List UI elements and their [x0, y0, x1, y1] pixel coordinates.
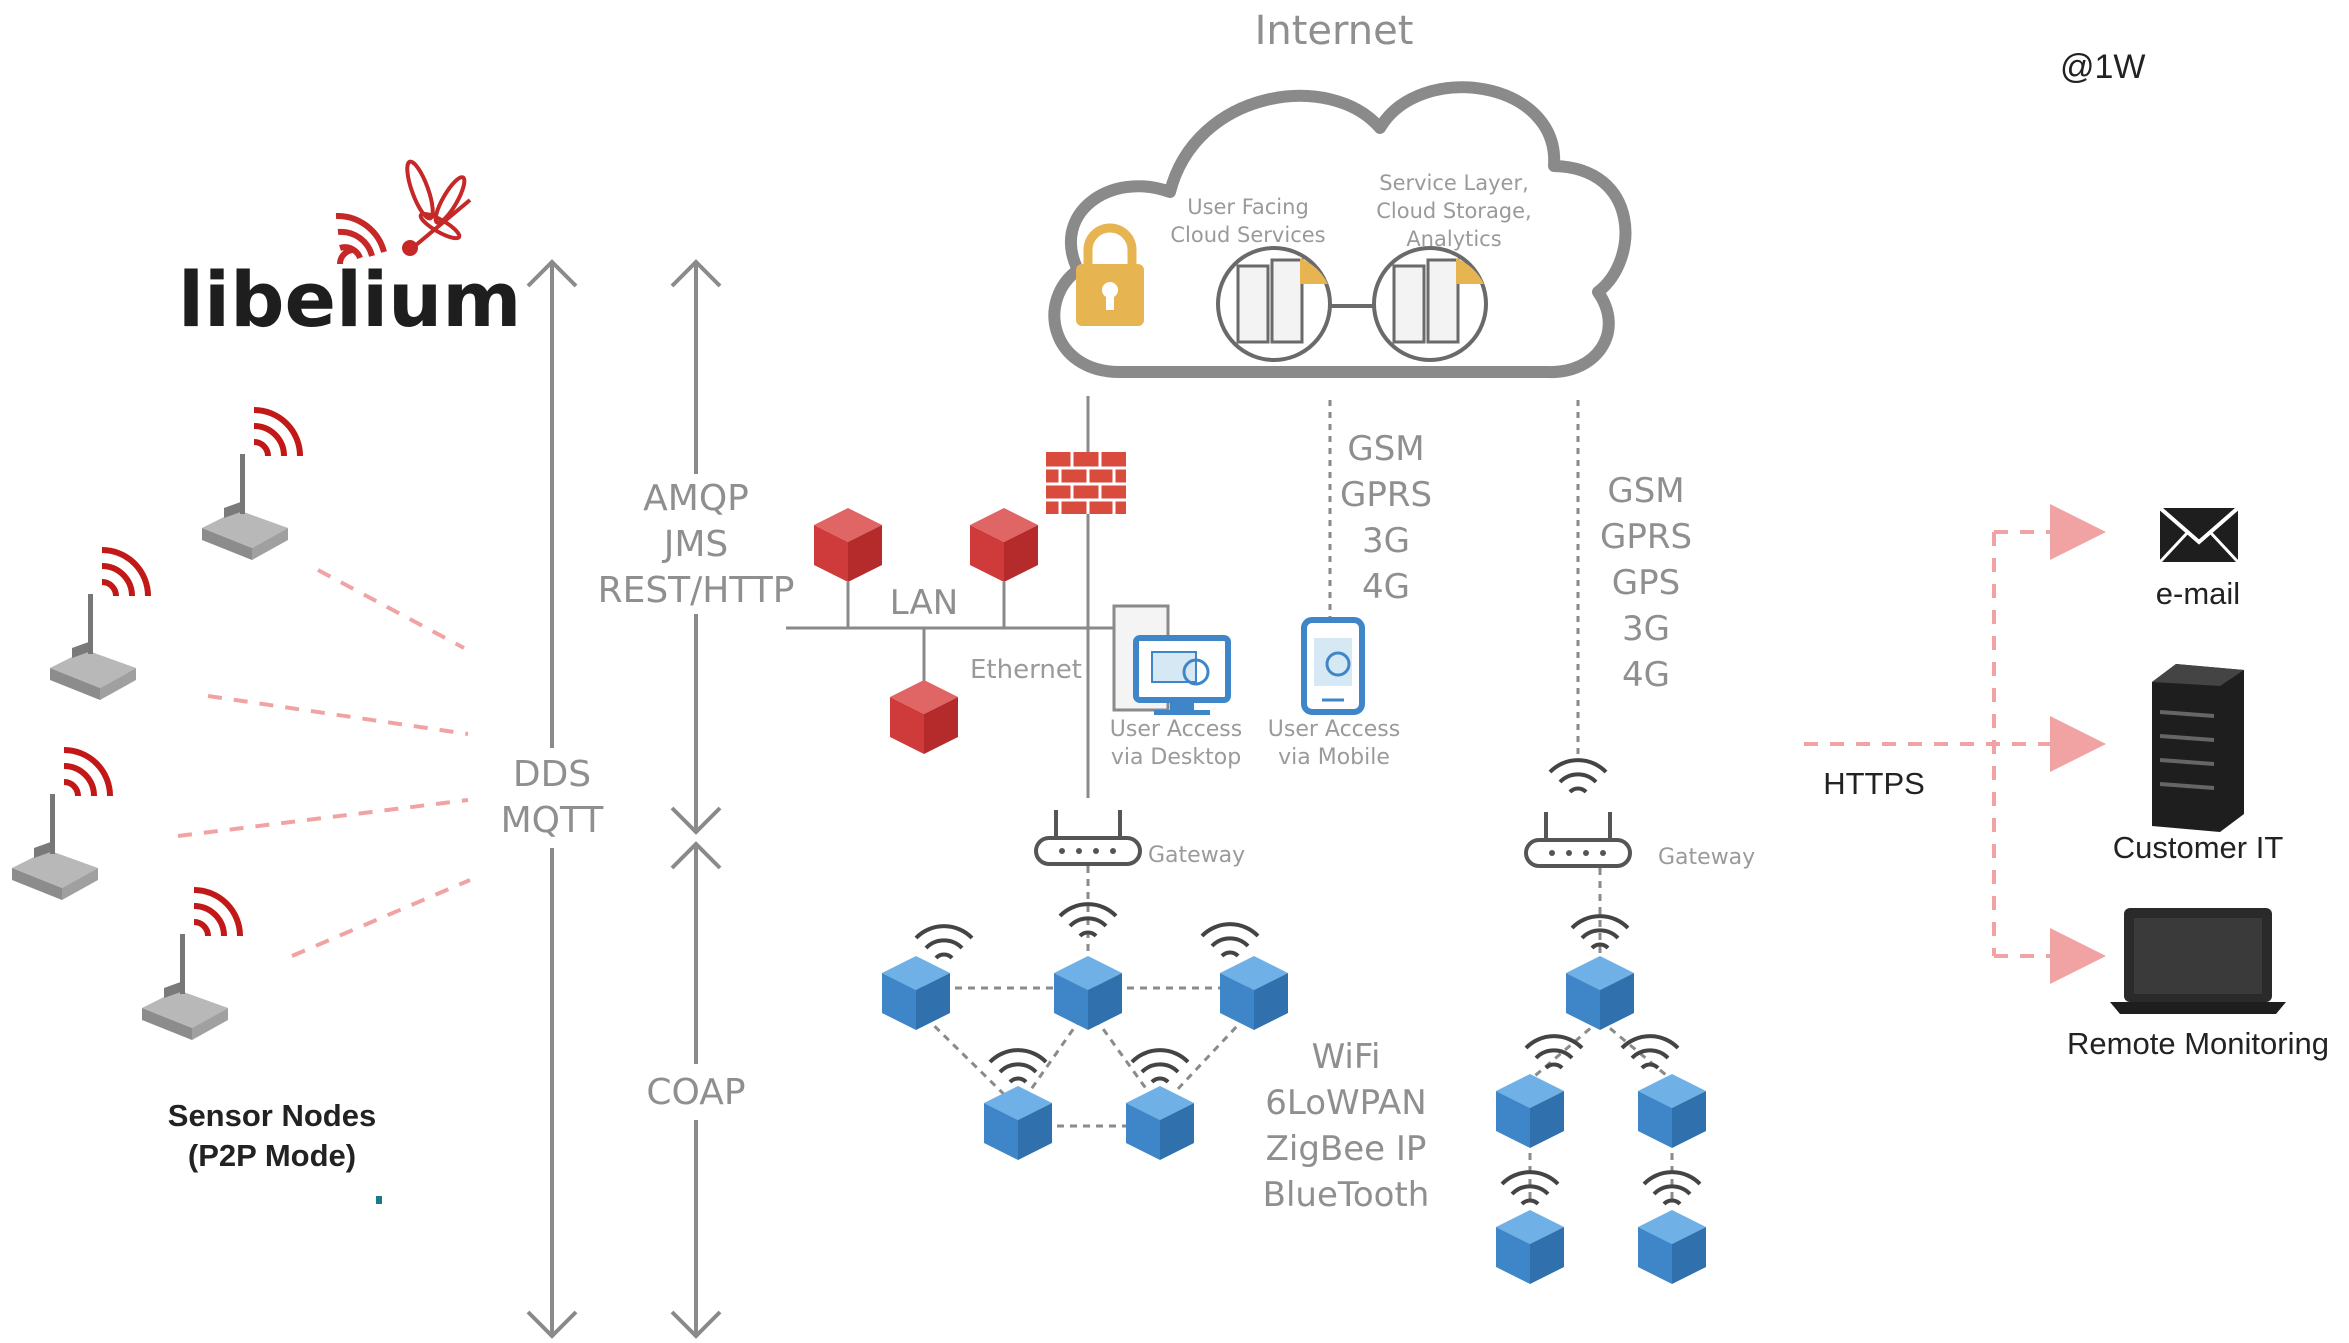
wifi-icon [1524, 1034, 1584, 1070]
tree-node-cube [1496, 1210, 1564, 1284]
tree-node-cube [1638, 1210, 1706, 1284]
mesh-node-cube [1126, 1086, 1194, 1160]
tree-node-cube [1638, 1074, 1706, 1148]
monitor-label: Remote Monitoring [2067, 1026, 2329, 1061]
cloud-left-caption-2: Cloud Services [1170, 223, 1325, 247]
lan-node-cube [814, 508, 882, 582]
right-link-4: 3G [1622, 609, 1670, 649]
gateway-icon [1524, 810, 1632, 868]
wifi-icon [914, 924, 974, 960]
cloud-right-caption-2: Cloud Storage, [1376, 199, 1532, 223]
https-label: HTTPS [1823, 766, 1925, 801]
desktop-icon [1112, 604, 1231, 715]
sensor-caption-line1: Sensor Nodes [168, 1098, 376, 1133]
cloud [1048, 81, 1632, 379]
gateway-label-left: Gateway [1148, 843, 1245, 868]
email-icon [2158, 506, 2240, 564]
right-link-1: GSM [1607, 471, 1684, 511]
server-globe-icon [1372, 246, 1488, 362]
lan-node-cube [970, 508, 1038, 582]
tree-links [1528, 868, 1674, 1200]
wireless-2: 6LoWPAN [1265, 1083, 1426, 1123]
sensor-caption-line2: (P2P Mode) [188, 1138, 356, 1173]
sensor-node-icon [202, 410, 300, 560]
internet-label: Internet [1255, 8, 1414, 54]
sensor-node-icon [12, 750, 110, 900]
lan-node-cube [890, 680, 958, 754]
corner-text: @1W [2060, 48, 2146, 86]
cloud-right-caption-1: Service Layer, [1379, 171, 1529, 195]
mobile-caption-1: User Access [1268, 717, 1400, 742]
dragonfly-icon [402, 159, 472, 256]
mesh-node-cube [984, 1086, 1052, 1160]
laptop-icon [2110, 908, 2286, 1014]
gateway-wifi-icon [1548, 758, 1608, 794]
wifi-icon [1130, 1048, 1190, 1084]
gateway-icon [1034, 808, 1142, 866]
mid-link-2: GPRS [1340, 475, 1432, 515]
customer-label: Customer IT [2113, 830, 2284, 865]
mid-link-1: GSM [1347, 429, 1424, 469]
mobile-caption-2: via Mobile [1278, 745, 1390, 770]
server-globe-icon [1216, 246, 1332, 362]
brand-name: libelium [178, 255, 521, 344]
wireless-1: WiFi [1312, 1037, 1381, 1077]
right-link-2: GPRS [1600, 517, 1692, 557]
wifi-icon [988, 1048, 1048, 1084]
mesh-node-cube [882, 956, 950, 1030]
lan-label: LAN [890, 583, 958, 623]
mobile-icon [1301, 617, 1365, 715]
desktop-caption-2: via Desktop [1111, 745, 1241, 770]
firewall-icon [1046, 452, 1126, 514]
sensor-node-icon [50, 550, 148, 700]
protocol-amqp: AMQP [643, 478, 749, 519]
tree-node-cube [1566, 956, 1634, 1030]
right-link-5: 4G [1622, 655, 1670, 695]
wireless-3: ZigBee IP [1266, 1129, 1427, 1169]
email-label: e-mail [2156, 576, 2240, 611]
protocol-mqtt: MQTT [501, 800, 605, 841]
mesh-node-cube [1220, 956, 1288, 1030]
protocol-rest: REST/HTTP [598, 570, 795, 611]
protocol-dds: DDS [513, 754, 591, 795]
ethernet-label: Ethernet [970, 655, 1082, 685]
tree-node-cube [1496, 1074, 1564, 1148]
brand-signal-icon [335, 212, 387, 265]
protocol-jms: JMS [662, 524, 729, 565]
desktop-caption-1: User Access [1110, 717, 1242, 742]
sensor-nodes [12, 410, 471, 1040]
wireless-4: BlueTooth [1263, 1175, 1430, 1215]
gateway-label-right: Gateway [1658, 845, 1755, 870]
wifi-icon [1620, 1034, 1680, 1070]
right-link-3: GPS [1612, 563, 1680, 603]
server-tower-icon [2152, 664, 2244, 832]
teal-marker [376, 1196, 382, 1204]
libelium-logo: libelium [178, 159, 521, 344]
https-arrows [1804, 504, 2106, 984]
wifi-icon [1200, 922, 1260, 958]
wifi-icon [1642, 1170, 1702, 1206]
lock-icon [1076, 223, 1144, 326]
mid-link-3: 3G [1362, 521, 1410, 561]
mid-link-4: 4G [1362, 567, 1410, 607]
protocol-coap: COAP [646, 1072, 745, 1113]
cloud-left-caption-1: User Facing [1187, 195, 1309, 219]
sensor-node-icon [142, 890, 240, 1040]
mesh-node-cube [1054, 956, 1122, 1030]
wifi-icon [1500, 1170, 1560, 1206]
